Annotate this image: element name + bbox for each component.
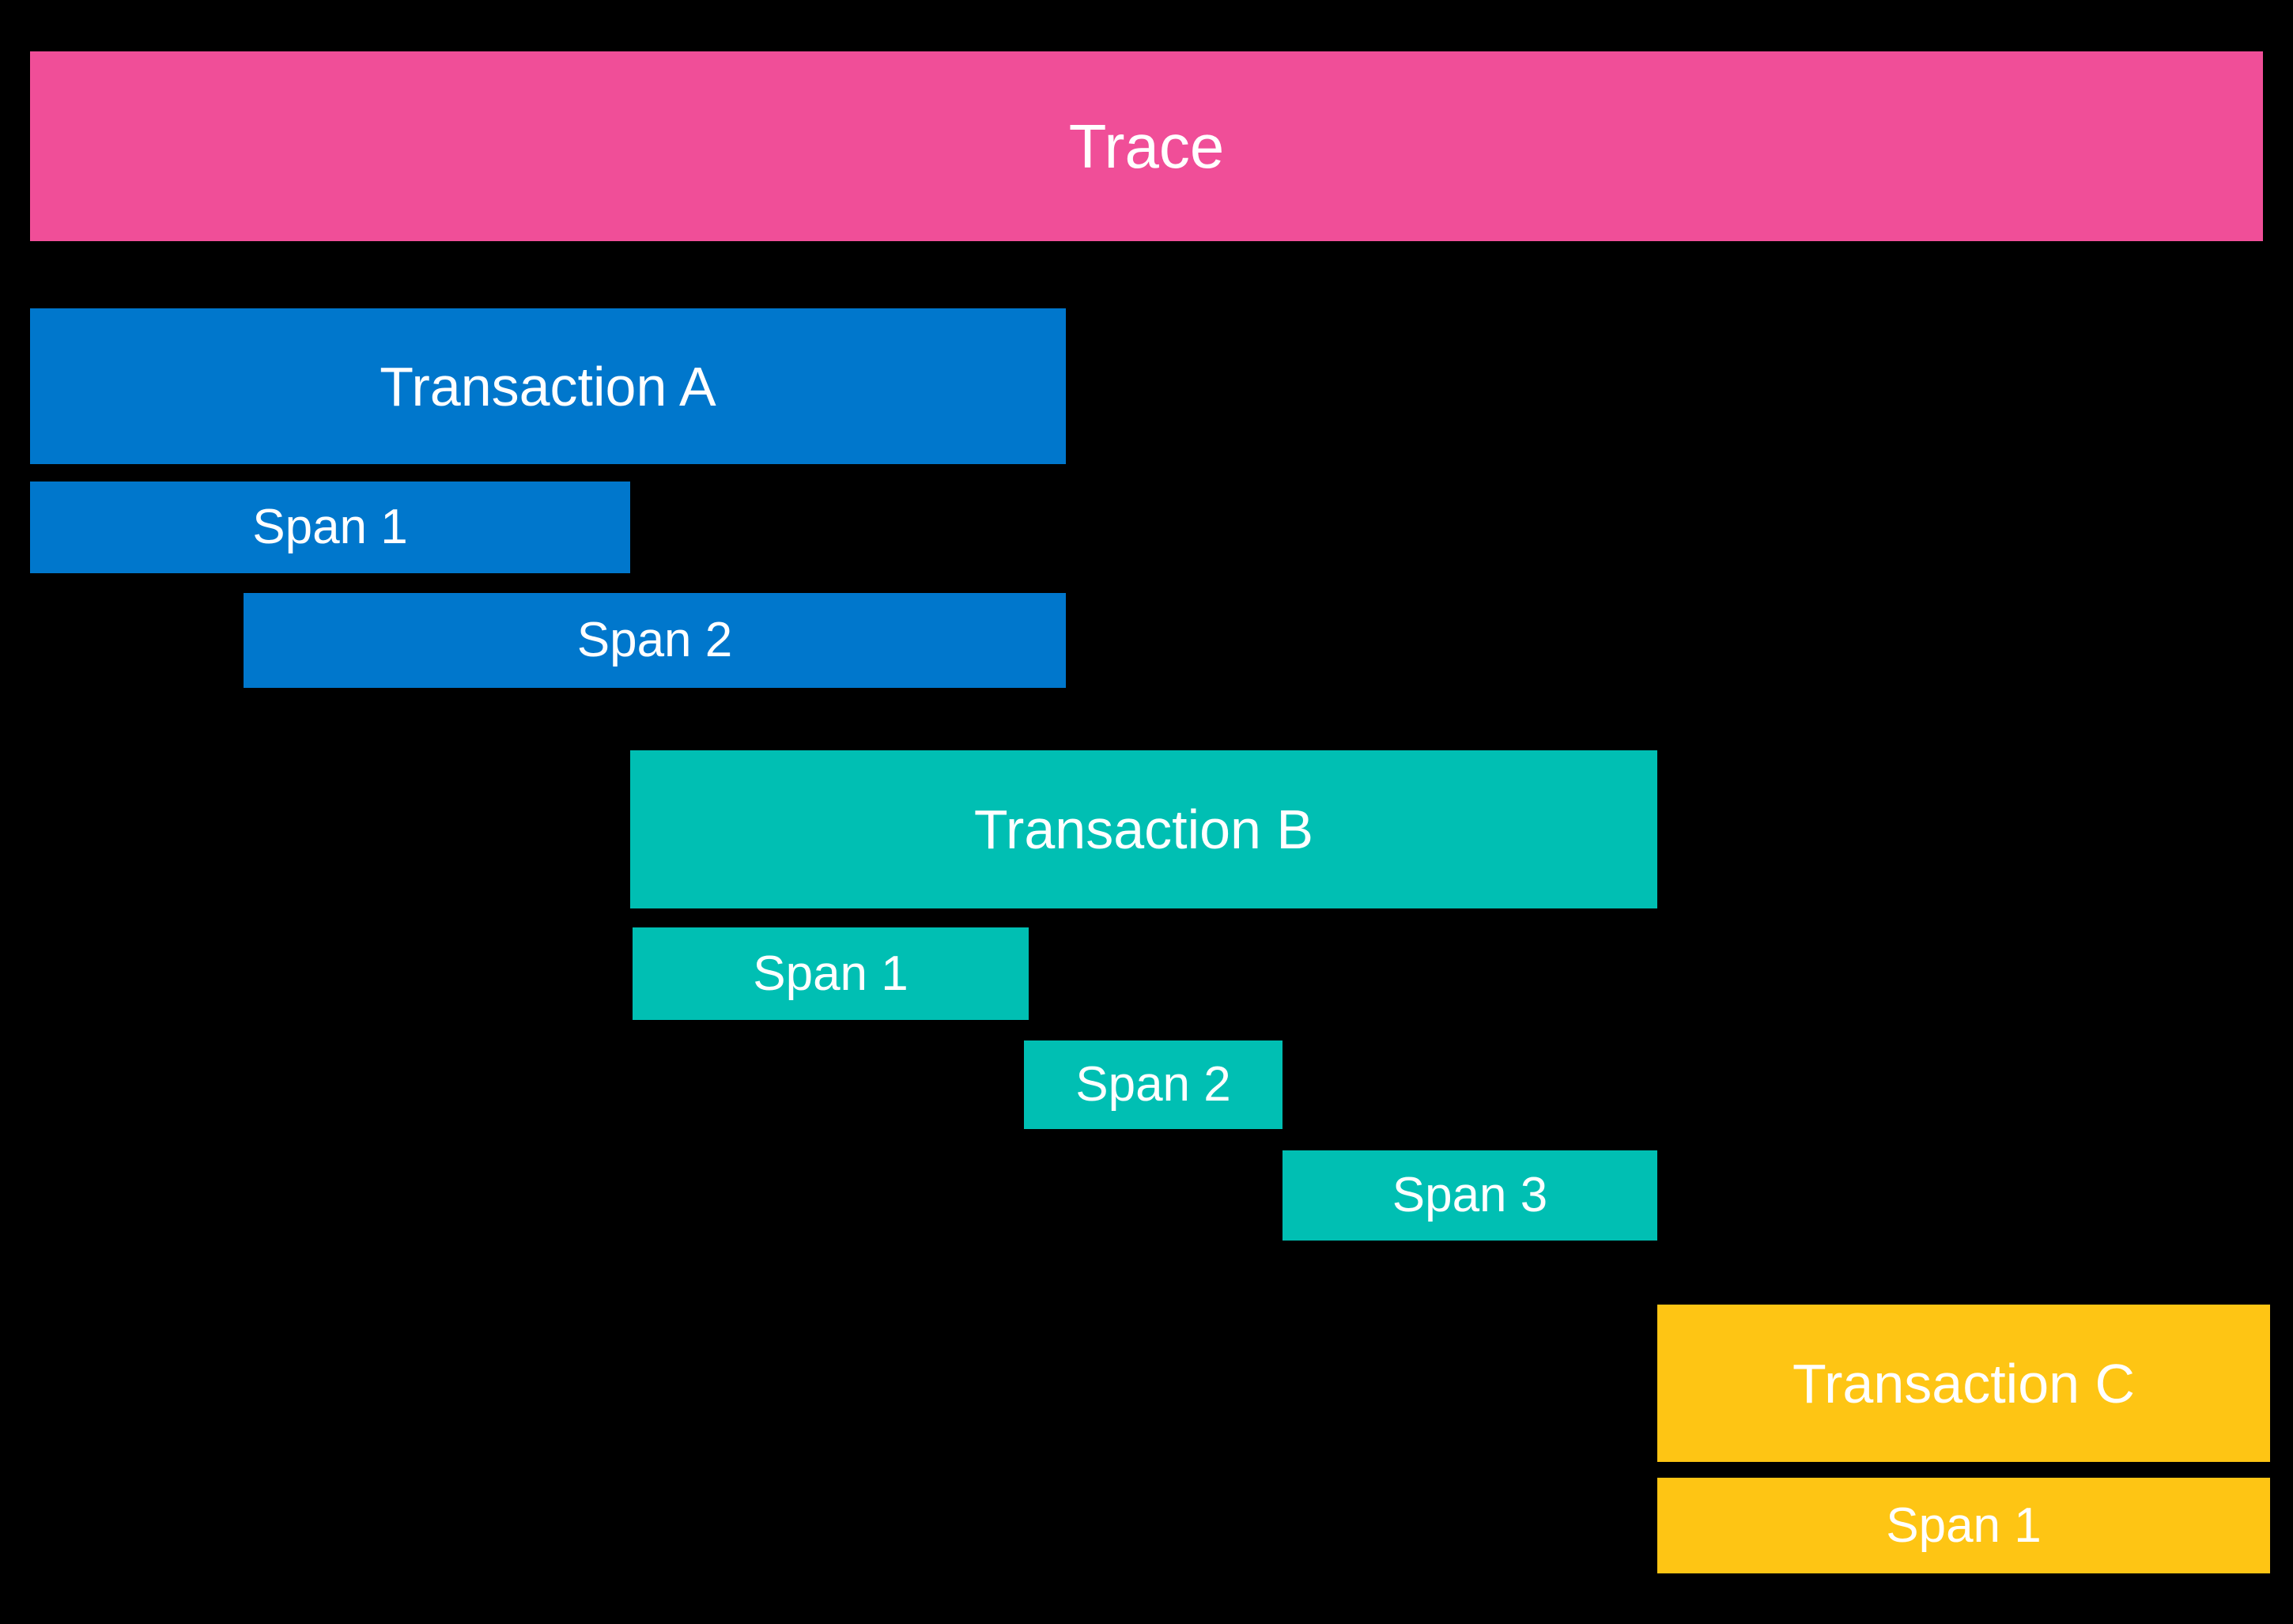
- span-bar-a-2-label: Span 2: [576, 613, 733, 667]
- transaction-bar-c-label: Transaction C: [1792, 1352, 2136, 1414]
- span-bar-a-1[interactable]: Span 1: [30, 482, 630, 573]
- span-bar-b-3[interactable]: Span 3: [1282, 1150, 1657, 1241]
- span-bar-b-1-label: Span 1: [753, 946, 909, 1001]
- transaction-bar-b[interactable]: Transaction B: [630, 750, 1657, 908]
- transaction-bar-c[interactable]: Transaction C: [1657, 1305, 2270, 1462]
- span-bar-b-3-label: Span 3: [1392, 1168, 1548, 1222]
- span-bar-c-1[interactable]: Span 1: [1657, 1478, 2270, 1573]
- transaction-bar-b-label: Transaction B: [973, 799, 1314, 860]
- span-bar-c-1-label: Span 1: [1886, 1497, 2042, 1553]
- trace-bar[interactable]: Trace: [30, 51, 2263, 241]
- trace-bar-label: Trace: [1068, 111, 1225, 181]
- transaction-bar-a[interactable]: Transaction A: [30, 308, 1066, 464]
- span-bar-a-1-label: Span 1: [252, 500, 408, 554]
- span-bar-b-2[interactable]: Span 2: [1024, 1040, 1282, 1129]
- span-bar-b-2-label: Span 2: [1075, 1057, 1231, 1112]
- span-bar-a-2[interactable]: Span 2: [244, 593, 1066, 688]
- transaction-bar-a-label: Transaction A: [380, 355, 716, 417]
- span-bar-b-1[interactable]: Span 1: [633, 927, 1029, 1020]
